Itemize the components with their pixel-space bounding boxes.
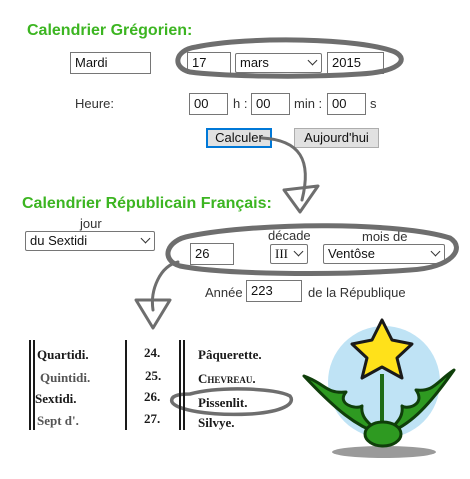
doc-row-2-day: Quintidi. (40, 370, 91, 385)
month-label: mois de (362, 229, 408, 244)
weekday-field[interactable]: Mardi (70, 52, 151, 74)
document-rules (29, 340, 185, 430)
minutes-unit: min : (294, 96, 323, 111)
doc-row-3-day: Sextidi. (35, 391, 77, 406)
flow-arrow-2 (150, 260, 180, 312)
calculate-button[interactable]: Calculer (206, 128, 272, 148)
republican-heading: Calendrier Républicain Français: (22, 195, 272, 212)
year-suffix: de la République (308, 285, 406, 300)
doc-row-2-name: Chevreau. (198, 371, 256, 386)
republican-month-select-value: Ventôse (328, 246, 375, 261)
today-button[interactable]: Aujourd'hui (294, 128, 379, 148)
doc-row-1-name: Pâquerette. (198, 347, 262, 362)
doc-row-1-day: Quartidi. (37, 347, 89, 362)
seconds-unit: s (370, 96, 377, 111)
doc-row-3-num: 26. (144, 389, 161, 404)
decade-label: décade (268, 228, 311, 243)
doc-row-4-name: Silvye. (198, 415, 235, 430)
republican-day-field[interactable]: 26 (190, 243, 234, 265)
chevron-down-icon (293, 246, 304, 257)
chevron-down-icon (140, 233, 151, 244)
seconds-field[interactable]: 00 (327, 93, 366, 115)
republican-year-field[interactable]: 223 (246, 280, 302, 302)
weekday-select-value: du Sextidi (30, 233, 88, 248)
minutes-field[interactable]: 00 (251, 93, 290, 115)
time-label: Heure: (75, 96, 115, 111)
year-field[interactable]: 2015 (327, 52, 384, 74)
day-field[interactable]: 17 (187, 52, 231, 74)
arrowhead-2 (134, 298, 172, 330)
hours-field[interactable]: 00 (189, 93, 228, 115)
republican-month-select[interactable]: Ventôse (323, 244, 445, 264)
month-select[interactable]: mars (235, 53, 322, 73)
doc-row-2-num: 25. (145, 368, 162, 383)
doc-row-1-num: 24. (144, 345, 161, 360)
doc-row-4-num: 27. (144, 411, 161, 426)
year-label: Année (205, 285, 243, 300)
gregorian-heading: Calendrier Grégorien: (27, 22, 193, 39)
decade-select-value: III (275, 246, 288, 261)
doc-row-3-name: Pissenlit. (198, 395, 248, 410)
chevron-down-icon (307, 55, 318, 66)
hours-unit: h : (233, 96, 248, 111)
arrowhead-1 (282, 184, 320, 214)
weekday-select[interactable]: du Sextidi (25, 231, 155, 251)
doc-row-4-day: Sept d'. (37, 413, 79, 428)
decade-select[interactable]: III (270, 244, 308, 264)
chevron-down-icon (430, 246, 441, 257)
dandelion-icon (302, 318, 456, 458)
jour-label: jour (80, 216, 102, 231)
month-select-value: mars (240, 55, 269, 70)
